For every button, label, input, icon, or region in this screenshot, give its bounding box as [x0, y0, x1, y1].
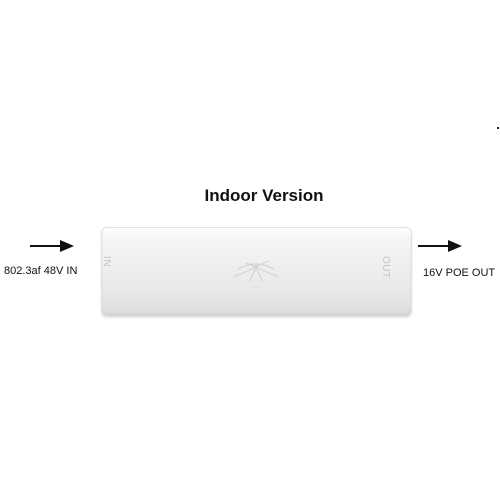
port-in-label: IN [101, 256, 112, 267]
input-label: 802.3af 48V IN [4, 265, 78, 277]
ubiquiti-dish-logo-icon [226, 255, 286, 285]
input-arrow-icon [30, 239, 74, 253]
output-label: 16V POE OUT [423, 267, 496, 279]
poe-injector-device [101, 227, 412, 317]
diagram-title: Indoor Version [204, 186, 324, 205]
stray-mark [497, 127, 499, 129]
output-arrow-icon [418, 239, 462, 253]
port-out-label: OUT [380, 256, 391, 279]
